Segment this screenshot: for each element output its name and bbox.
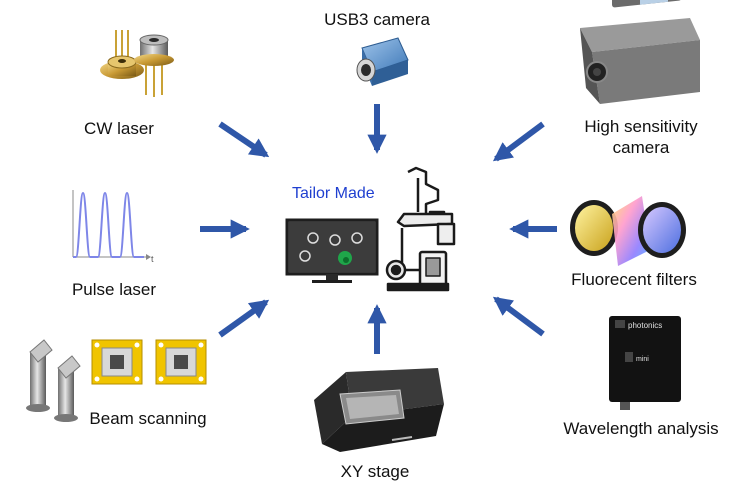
label-pulse-laser: Pulse laser xyxy=(71,280,157,299)
center-title: Tailor Made xyxy=(292,185,375,202)
xy-stage-image xyxy=(314,368,444,452)
label-wavelength-analysis: Wavelength analysis xyxy=(563,419,719,438)
label-beam-scanning: Beam scanning xyxy=(89,409,207,428)
monitor-image xyxy=(285,218,379,283)
arrow-beam-scanning xyxy=(218,299,270,338)
microscope-image xyxy=(385,166,456,292)
spectrometer-image: photonics mini xyxy=(609,316,681,410)
label-fluorescent-filters: Fluorecent filters xyxy=(571,270,697,289)
label-xy-stage: XY stage xyxy=(340,462,410,481)
label-cw-laser: CW laser xyxy=(84,119,154,138)
pulse-trace xyxy=(73,191,144,258)
arrow-high-sensitivity-camera xyxy=(492,121,545,162)
label-usb3-camera: USB3 camera xyxy=(324,10,430,29)
arrow-cw-laser xyxy=(218,121,270,158)
high-sensitivity-camera-image xyxy=(580,0,700,104)
fluorescent-filters-image xyxy=(570,196,686,266)
spectrometer-model: mini xyxy=(636,356,649,363)
spectrometer-brand: photonics xyxy=(628,321,662,330)
arrows xyxy=(200,104,557,354)
beam-scanning-image xyxy=(26,339,207,422)
label-high-sensitivity-camera-line2: camera xyxy=(612,138,670,157)
usb3-camera-image xyxy=(356,37,409,86)
pulse-plot-axis-label: t xyxy=(151,254,154,264)
pulse-laser-plot: t xyxy=(72,190,154,264)
label-high-sensitivity-camera-line1: High sensitivity xyxy=(584,117,698,136)
cw-laser-image xyxy=(100,30,174,97)
arrow-wavelength-analysis xyxy=(492,296,545,337)
